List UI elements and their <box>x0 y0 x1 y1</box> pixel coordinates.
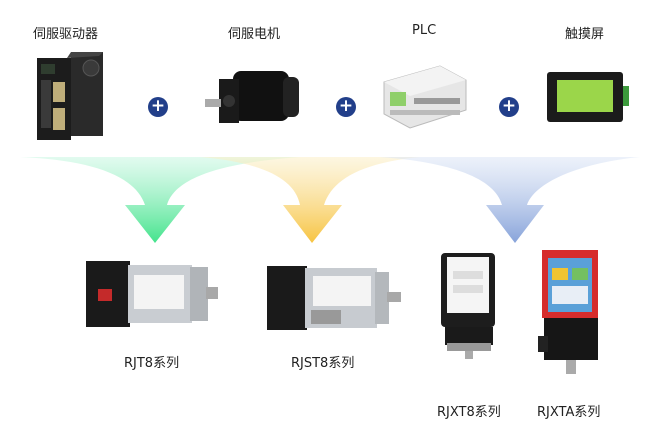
plus-icon: + <box>336 97 356 117</box>
servo-drive-image <box>37 52 103 140</box>
component-label-servo-motor: 伺服电机 <box>228 27 281 42</box>
rjxt8-product-image <box>441 253 495 359</box>
product-label-rjt8: RJT8系列 <box>124 356 180 371</box>
green-arrow <box>20 157 300 243</box>
component-label-plc: PLC <box>412 23 437 38</box>
rjst8-product-image <box>267 266 401 330</box>
rjxta-product-image <box>538 250 598 374</box>
plc-image <box>383 65 467 129</box>
rjt8-product-image <box>86 261 218 327</box>
plus-icon: + <box>148 97 168 117</box>
product-label-rjxta: RJXTA系列 <box>537 405 601 420</box>
blue-arrow <box>380 157 640 243</box>
product-label-rjst8: RJST8系列 <box>291 356 355 371</box>
component-label-servo-drive: 伺服驱动器 <box>33 27 99 42</box>
yellow-arrow <box>200 157 420 243</box>
component-label-touch-screen: 触摸屏 <box>565 27 605 42</box>
plus-icon: + <box>499 97 519 117</box>
touch-screen-image <box>547 72 629 122</box>
product-label-rjxt8: RJXT8系列 <box>437 405 501 420</box>
servo-motor-image <box>205 71 299 123</box>
